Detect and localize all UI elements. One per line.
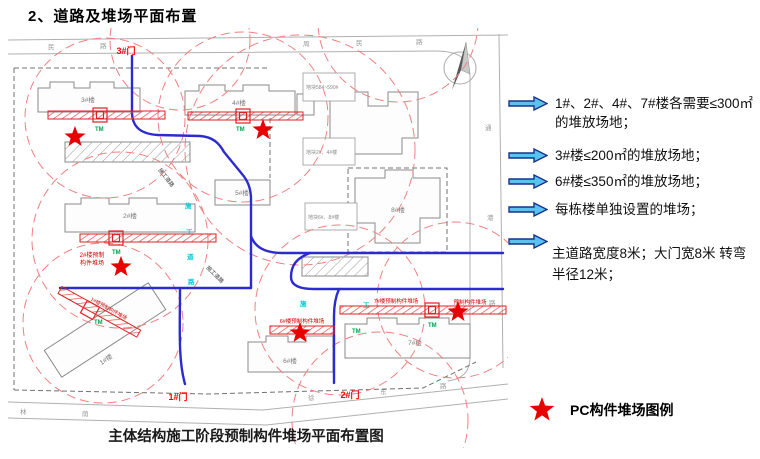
note-row-2: 3#楼≤200㎡的堆放场地； bbox=[508, 146, 760, 165]
svg-text:道: 道 bbox=[187, 252, 194, 261]
note-text-4: 每栋楼单独设置的堆场； bbox=[555, 202, 704, 217]
road-char: 通 bbox=[485, 123, 492, 132]
svg-text:TM: TM bbox=[94, 320, 103, 326]
svg-text:施工道路: 施工道路 bbox=[156, 166, 176, 189]
note-row-3: 6#楼≤350㎡的堆放场地； bbox=[508, 172, 760, 191]
building-7 bbox=[344, 317, 471, 359]
note-text-1: 1#、2#、4#、7#楼各需要≤300㎡的堆放场地； bbox=[555, 96, 753, 131]
svg-text:3#楼: 3#楼 bbox=[81, 95, 95, 104]
svg-text:6#楼预制构件堆场: 6#楼预制构件堆场 bbox=[280, 317, 325, 325]
road-char: 徐 bbox=[308, 393, 315, 402]
svg-text:6#楼: 6#楼 bbox=[283, 356, 297, 365]
building-1 bbox=[43, 282, 167, 378]
road-char: 周 bbox=[303, 40, 310, 48]
site-plan-svg: 民 路 周 民 路 通 港 路 林 荫 徐 东 路 bbox=[7, 0, 534, 459]
blue-arrow-icon bbox=[508, 233, 548, 250]
svg-text:路: 路 bbox=[188, 277, 195, 286]
building-5 bbox=[214, 179, 271, 206]
svg-text:2#楼: 2#楼 bbox=[123, 211, 137, 220]
note-text-3: 6#楼≤350㎡的堆放场地； bbox=[555, 174, 708, 189]
north-compass-icon bbox=[443, 41, 477, 90]
road-char: 路 bbox=[489, 298, 496, 307]
legend-star-icon bbox=[529, 397, 555, 421]
gate-1-label: 1#门 bbox=[168, 391, 187, 402]
svg-text:2#楼预制: 2#楼预制 bbox=[80, 251, 105, 259]
page-title: 2、道路及堆场平面布置 bbox=[28, 8, 198, 25]
building-8 bbox=[354, 169, 441, 244]
road-char: 路 bbox=[416, 37, 423, 46]
site-plan-figure: 民 路 周 民 路 通 港 路 林 荫 徐 东 路 bbox=[7, 0, 534, 459]
road-char: 林 bbox=[20, 407, 27, 416]
notes-panel: 1#、2#、4#、7#楼各需要≤300㎡的堆放场地； 3#楼≤200㎡的堆放场地… bbox=[508, 88, 760, 448]
building-6 bbox=[247, 335, 334, 373]
crane-tm-markers: TM TM TM TM TM TM bbox=[94, 127, 437, 335]
plan-caption: 主体结构施工阶段预制构件堆场平面布置图 bbox=[108, 427, 384, 445]
road-char: 民 bbox=[356, 39, 363, 47]
svg-text:工: 工 bbox=[186, 228, 193, 236]
svg-text:4#楼: 4#楼 bbox=[232, 98, 246, 107]
svg-text:施: 施 bbox=[300, 299, 307, 308]
legend-label: PC构件堆场图例 bbox=[570, 402, 674, 418]
blue-arrow-icon bbox=[508, 173, 548, 190]
blue-arrow-icon bbox=[508, 201, 548, 218]
road-char: 港 bbox=[487, 213, 494, 222]
parcel-notes: 地块584~590# 地块2#、4#楼 地块6#、8#楼 bbox=[302, 72, 358, 231]
note-text-5: 主道路宽度8米；大门宽8米 转弯半径12米； bbox=[552, 246, 747, 282]
note-row-4: 每栋楼单独设置的堆场； bbox=[508, 200, 760, 219]
svg-text:地块2#、4#楼: 地块2#、4#楼 bbox=[306, 149, 337, 156]
svg-text:地块584~590#: 地块584~590# bbox=[306, 84, 339, 91]
blue-arrow-icon bbox=[508, 95, 548, 112]
road-char: 路 bbox=[440, 381, 447, 390]
svg-text:地块6#、8#楼: 地块6#、8#楼 bbox=[308, 214, 339, 221]
svg-text:工: 工 bbox=[363, 301, 370, 309]
note-row-1: 1#、2#、4#、7#楼各需要≤300㎡的堆放场地； bbox=[508, 94, 760, 132]
svg-text:5#楼: 5#楼 bbox=[235, 188, 249, 197]
road-text-cyan: 施 工 道 路 施 工 bbox=[185, 201, 370, 309]
road-name-labels: 民 路 周 民 路 通 港 路 林 荫 徐 东 路 bbox=[20, 37, 496, 418]
gate-3-label: 3#门 bbox=[116, 45, 135, 56]
note-row-5 bbox=[508, 232, 548, 250]
gate-labels: 3#门 1#门 2#门 bbox=[116, 45, 359, 402]
svg-text:施: 施 bbox=[185, 201, 192, 210]
svg-text:构件堆场: 构件堆场 bbox=[80, 259, 104, 267]
pc-yard-star bbox=[110, 255, 132, 276]
blue-arrow-icon bbox=[508, 147, 548, 164]
pc-yard-legend: PC构件堆场图例 bbox=[528, 396, 673, 424]
road-char: 东 bbox=[380, 387, 387, 396]
svg-text:预制构件堆场: 预制构件堆场 bbox=[453, 298, 487, 306]
svg-text:TM: TM bbox=[352, 329, 361, 335]
construction-roads bbox=[58, 54, 505, 386]
svg-text:TM: TM bbox=[236, 127, 245, 133]
svg-text:TM: TM bbox=[428, 323, 437, 329]
gate-2-label: 2#门 bbox=[340, 389, 359, 400]
building-2 bbox=[64, 197, 196, 233]
note-text-2: 3#楼≤200㎡的堆放场地； bbox=[555, 148, 708, 163]
tower-crane-boxes bbox=[79, 107, 440, 321]
svg-text:1#楼: 1#楼 bbox=[98, 351, 115, 366]
road-char: 荫 bbox=[82, 409, 89, 418]
svg-text:施工道路: 施工道路 bbox=[205, 264, 227, 286]
road-char: 民 bbox=[48, 43, 55, 51]
svg-text:7#楼预制构件堆场: 7#楼预制构件堆场 bbox=[374, 297, 419, 305]
svg-text:TM: TM bbox=[95, 127, 104, 133]
road-char: 路 bbox=[100, 41, 107, 50]
svg-text:TM: TM bbox=[112, 250, 121, 256]
svg-text:7#楼: 7#楼 bbox=[408, 338, 422, 347]
